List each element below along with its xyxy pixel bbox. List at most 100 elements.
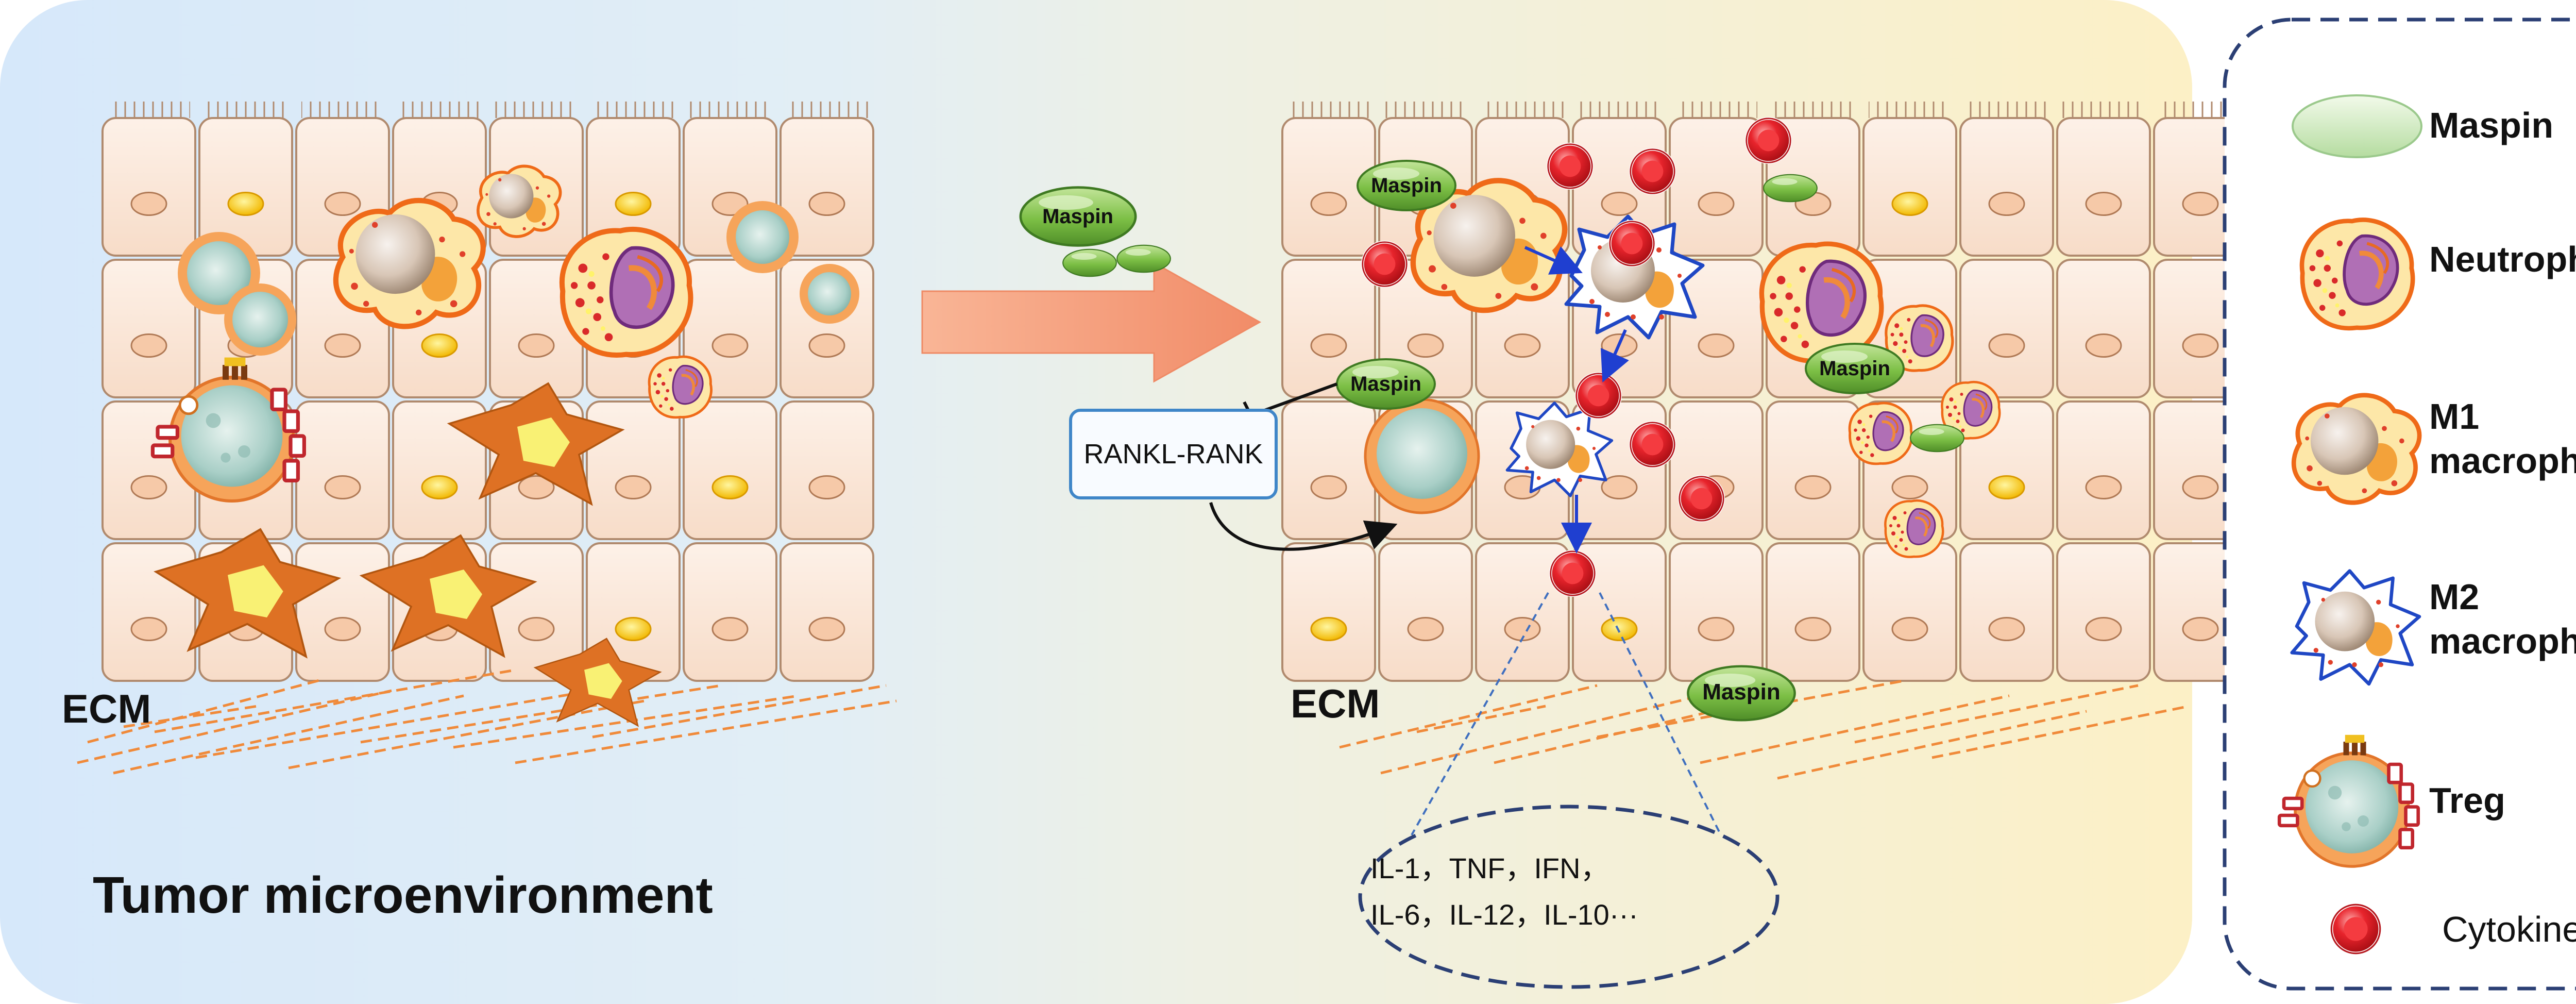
cell-nucleus (1698, 617, 1735, 641)
microvilli (786, 102, 868, 118)
epithelial-cell (1959, 259, 2054, 398)
svg-text:Maspin: Maspin (1702, 679, 1781, 705)
epithelial-cell (2056, 400, 2151, 540)
cell-nucleus (1794, 475, 1832, 499)
legend-label-neutrophil: Neutrophil (2429, 239, 2576, 279)
cell-nucleus (1698, 333, 1735, 358)
diagram-title: Tumor microenvironment (93, 866, 713, 924)
epithelial-cell (1378, 542, 1473, 682)
svg-text:Maspin: Maspin (1371, 174, 1442, 197)
neutrophil-right-5 (1885, 500, 1943, 557)
cell-nucleus (808, 333, 845, 358)
cell-nucleus (1310, 192, 1347, 216)
cell-nucleus (1891, 475, 1928, 499)
cell-nucleus (2085, 333, 2122, 358)
cytokine-list: IL-1，TNF，IFN， IL-6，IL-12，IL-10··· (1370, 845, 1762, 938)
cell-nucleus (1504, 333, 1541, 358)
cell-nucleus (130, 617, 167, 641)
cell-nucleus (324, 333, 361, 358)
microvilli (1772, 102, 1854, 118)
microvilli (108, 102, 190, 118)
lymphocyte-left-2 (224, 283, 296, 356)
epithelial-cell (1959, 542, 2054, 682)
epithelial-cell (2056, 117, 2151, 257)
cell-nucleus (615, 617, 652, 641)
cell-nucleus (2182, 617, 2219, 641)
cell-nucleus (1988, 475, 2025, 499)
cell-nucleus (421, 475, 458, 499)
cell-nucleus (2085, 192, 2122, 216)
epithelial-cell (1669, 400, 1764, 540)
maspin-molecule-right-3: Maspin (1805, 343, 1905, 394)
epithelial-cell (1766, 400, 1860, 540)
cell-nucleus (324, 192, 361, 216)
cell-nucleus (1988, 192, 2025, 216)
cell-nucleus (1988, 333, 2025, 358)
signal-arrows (1524, 246, 1629, 554)
cell-nucleus (130, 475, 167, 499)
cell-nucleus (2182, 333, 2219, 358)
epithelial-cell (1281, 542, 1376, 682)
maspin-particle-4 (1910, 424, 1964, 453)
epithelial-cell (1281, 400, 1376, 540)
epithelial-cell (101, 259, 196, 398)
cell-nucleus (2085, 617, 2122, 641)
ecm-label-right: ECM (1291, 681, 1380, 726)
ecm-fibers-left (77, 668, 897, 775)
epithelial-cell (779, 400, 874, 540)
microvilli (495, 102, 578, 118)
epithelial-cell (2056, 542, 2151, 682)
microvilli (1578, 102, 1660, 118)
cell-nucleus (1601, 617, 1638, 641)
cell-nucleus (2182, 475, 2219, 499)
maspin-particle-1 (1062, 248, 1117, 277)
cell-nucleus (324, 617, 361, 641)
cell-nucleus (130, 192, 167, 216)
microvilli (1869, 102, 1951, 118)
cell-nucleus (711, 333, 749, 358)
microvilli (1287, 102, 1370, 118)
microvilli (301, 102, 384, 118)
legend-label-maspin: Maspin (2429, 105, 2554, 145)
epithelial-cell (683, 542, 777, 682)
svg-text:Maspin: Maspin (1350, 373, 1421, 395)
rankl-rank-label: RANKL-RANK (1083, 439, 1263, 470)
maspin-tag-center: Maspin (1042, 205, 1113, 228)
epithelial-cell (779, 542, 874, 682)
neutrophil-left-large (562, 229, 691, 355)
microvilli (592, 102, 674, 118)
legend-label-treg: Treg (2429, 780, 2505, 821)
cell-nucleus (615, 475, 652, 499)
neutrophil-left-small (649, 357, 711, 417)
epithelial-cell (1281, 259, 1376, 398)
cell-nucleus (2085, 475, 2122, 499)
ecm-fibers-right (1339, 679, 2190, 780)
cell-nucleus (711, 617, 749, 641)
m1-macrophage-left (336, 200, 483, 326)
cell-nucleus (1794, 617, 1832, 641)
epithelial-cell (1475, 542, 1570, 682)
cell-nucleus (711, 475, 749, 499)
maspin-particle-2 (1116, 244, 1172, 273)
epithelial-cell (1669, 542, 1764, 682)
m1-macrophage-left-small (478, 166, 561, 237)
rankl-activation-arrow (1209, 502, 1398, 551)
cell-nucleus (518, 475, 555, 499)
cell-nucleus (808, 475, 845, 499)
lymphocyte-left-3 (726, 201, 799, 273)
cell-nucleus (808, 192, 845, 216)
legend-label-m1: M1 macrophage (2429, 396, 2576, 481)
epithelial-cell (295, 542, 390, 682)
cell-nucleus (518, 617, 555, 641)
cell-nucleus (1601, 192, 1638, 216)
microvilli (1675, 102, 1757, 118)
microvilli (1481, 102, 1564, 118)
cell-nucleus (518, 333, 555, 358)
microvilli (2062, 102, 2145, 118)
cell-nucleus (421, 333, 458, 358)
zoom-lines (1411, 592, 1722, 835)
cell-nucleus (1310, 333, 1347, 358)
microvilli (689, 102, 771, 118)
cell-nucleus (1310, 617, 1347, 641)
